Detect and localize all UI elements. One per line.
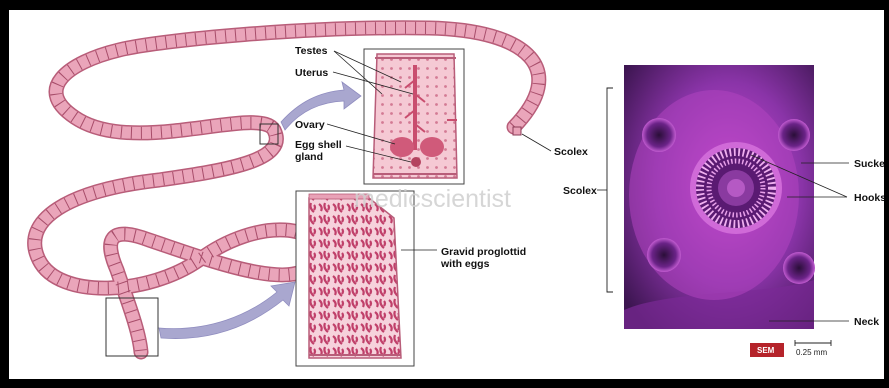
curved-arrow-icon bbox=[159, 282, 295, 339]
label-scolex-worm: Scolex bbox=[554, 146, 588, 158]
label-egg-shell: Egg shell bbox=[295, 139, 342, 151]
tapeworm-figure: Testes Uterus Ovary Egg shell gland Scol… bbox=[9, 10, 884, 379]
label-gravid-2: with eggs bbox=[440, 258, 490, 270]
label-neck: Neck bbox=[854, 316, 879, 328]
sem-badge-text: SEM bbox=[757, 346, 775, 355]
label-scolex-sem: Scolex bbox=[563, 185, 597, 197]
watermark: medicscientist bbox=[354, 185, 511, 213]
gravid-proglottid-inset bbox=[296, 191, 414, 366]
sucker-tl bbox=[642, 118, 676, 152]
sucker-bl bbox=[647, 238, 681, 272]
sucker-br bbox=[783, 252, 815, 284]
mature-proglottid-inset bbox=[364, 49, 464, 184]
sem-scolex-image bbox=[624, 65, 815, 329]
figure-panel: Testes Uterus Ovary Egg shell gland Scol… bbox=[9, 10, 884, 379]
label-gravid-1: Gravid proglottid bbox=[441, 246, 526, 258]
label-gland: gland bbox=[295, 151, 323, 163]
label-testes: Testes bbox=[295, 45, 328, 57]
label-uterus: Uterus bbox=[295, 67, 328, 79]
worm-scolex-tip bbox=[513, 127, 521, 135]
label-hooks: Hooks bbox=[854, 192, 884, 204]
scale-label: 0.25 mm bbox=[796, 348, 827, 357]
label-ovary: Ovary bbox=[295, 119, 325, 131]
sucker-tr bbox=[778, 119, 810, 151]
label-sucker: Sucker bbox=[854, 158, 884, 170]
